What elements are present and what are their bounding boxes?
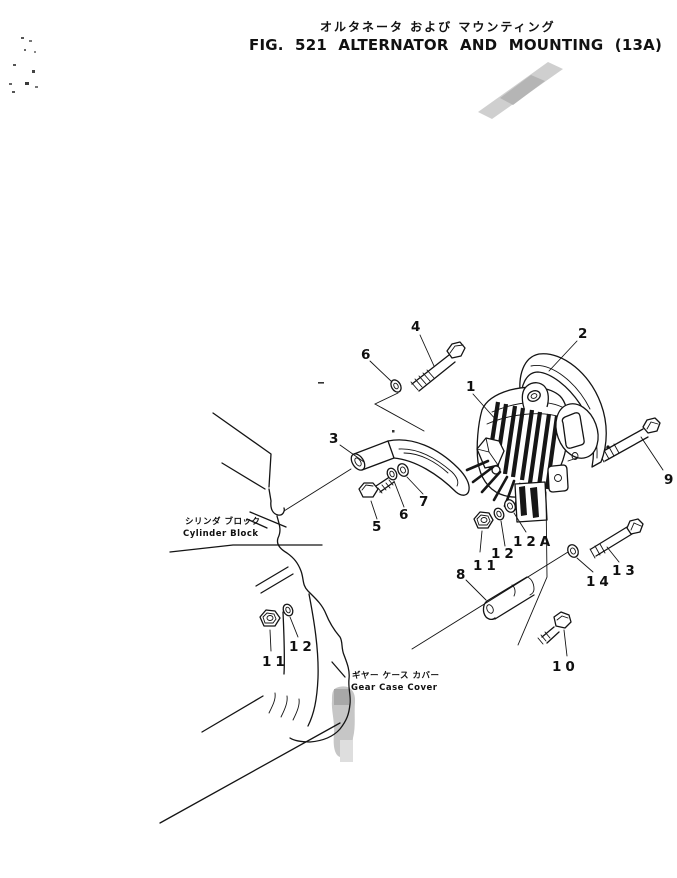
- cylinder-block-outline: [170, 413, 322, 552]
- washer-12A: [503, 498, 526, 532]
- washer-6-lower: [385, 467, 404, 507]
- bolt-4: [411, 342, 465, 391]
- scan-speckles: [9, 37, 395, 433]
- figure-title-japanese: オルタネータ および マウンティング: [320, 20, 556, 34]
- part-label-4: 4: [411, 319, 424, 335]
- part-label-11-alternator: 11: [473, 558, 500, 574]
- part-label-9: 9: [664, 472, 677, 488]
- cylinder-block-label-en: Cylinder Block: [183, 529, 259, 539]
- adjusting-link: [284, 440, 469, 511]
- washer-7: [396, 462, 423, 494]
- gear-case-cover-outline: [160, 516, 350, 823]
- spacer-8: [466, 577, 534, 619]
- part-label-2: 2: [578, 326, 591, 342]
- part-label-7: 7: [419, 494, 432, 510]
- nut-11-alternator: [474, 512, 493, 552]
- part-label-10: 10: [552, 659, 579, 675]
- part-label-13: 13: [612, 563, 639, 579]
- part-label-12-block: 12: [289, 639, 316, 655]
- part-label-12A: 12A: [513, 534, 554, 550]
- washer-6-upper: [375, 378, 424, 431]
- bolt-10: [538, 612, 571, 656]
- scan-smudge-top: [478, 62, 563, 119]
- part-label-6-lower: 6: [399, 507, 412, 523]
- part-label-8: 8: [456, 567, 469, 583]
- bolt-5: [359, 476, 394, 519]
- part-label-3: 3: [329, 431, 342, 447]
- bolt-13: [412, 519, 643, 649]
- cylinder-block-label-jp: シリンダ ブロック: [185, 516, 260, 527]
- washer-12-block: [281, 603, 298, 637]
- nut-11-block: [260, 610, 280, 651]
- gear-case-cover-label-en: Gear Case Cover: [351, 683, 438, 693]
- alternator: [467, 383, 605, 645]
- part-label-6-upper: 6: [361, 347, 374, 363]
- washer-12-alternator: [492, 507, 505, 546]
- part-label-5: 5: [372, 519, 385, 535]
- part-label-14: 14: [586, 574, 613, 590]
- scan-smudge-bottom: [331, 686, 356, 762]
- part-label-11-block: 11: [262, 654, 289, 670]
- figure-title: FIG. 521 ALTERNATOR AND MOUNTING (13A): [249, 36, 663, 54]
- gear-case-cover-label-jp: ギヤー ケース カバー: [352, 670, 440, 681]
- washer-14: [566, 543, 593, 572]
- leader-lines: [340, 335, 663, 470]
- part-label-12-alternator: 12: [491, 546, 518, 562]
- part-label-1: 1: [466, 379, 479, 395]
